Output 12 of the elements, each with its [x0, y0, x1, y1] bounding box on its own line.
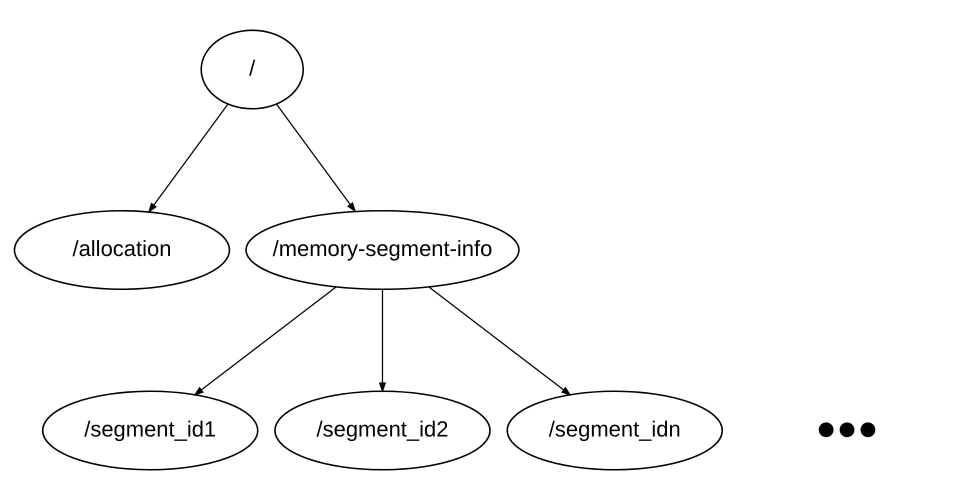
node-ellipse: /segment_id2 — [274, 390, 491, 470]
arrow — [428, 286, 572, 396]
node-ellipse: /segment_id1 — [42, 390, 258, 470]
arrow — [148, 104, 228, 214]
arrow — [276, 104, 356, 212]
label: ●●● — [816, 409, 878, 448]
node-ellipse: / — [200, 30, 304, 110]
arrow — [378, 290, 386, 393]
node-ellipse: /memory-segment-info — [245, 210, 520, 290]
node-ellipse: /segment_idn — [506, 390, 724, 470]
node-ellipse: /allocation — [14, 210, 230, 290]
arrow — [194, 286, 336, 396]
